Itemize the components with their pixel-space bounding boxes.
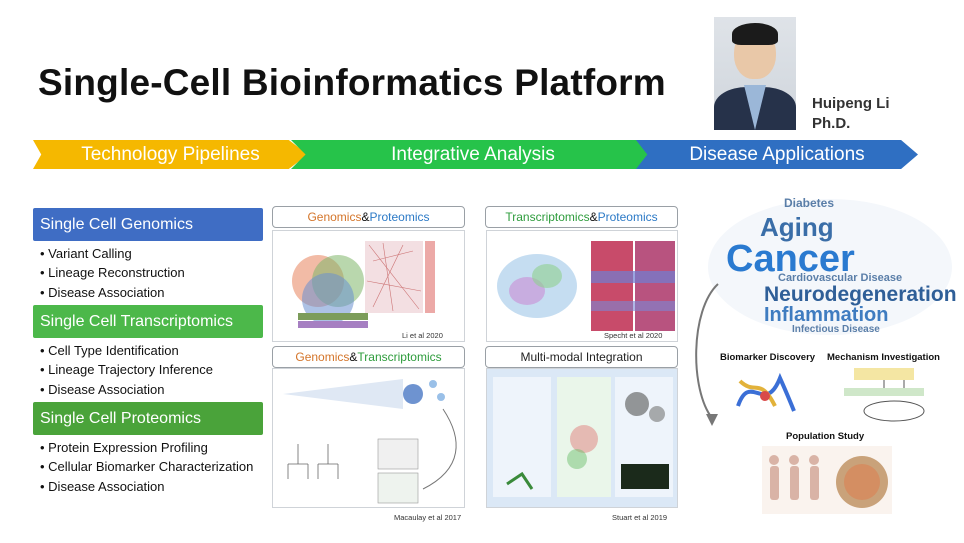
label-part: Genomics xyxy=(295,350,350,364)
panel4-citation: Stuart et al 2019 xyxy=(612,513,668,522)
label-part: & xyxy=(349,350,358,364)
list-item: Lineage Trajectory Inference xyxy=(40,360,213,379)
list-item: Disease Association xyxy=(40,380,213,399)
venn-figure xyxy=(292,241,435,328)
scatter-heatmap-figure xyxy=(497,241,675,331)
list-item: Lineage Reconstruction xyxy=(40,263,185,282)
biomarker-heading: Biomarker Discovery xyxy=(720,352,816,363)
panel-genomics-proteomics xyxy=(272,230,465,342)
panel1-label: Genomics & Proteomics xyxy=(272,206,465,228)
cloud-word: Cancer xyxy=(726,238,855,280)
cloud-word: Aging xyxy=(760,212,834,242)
disease-wordcloud: Cancer Aging Neurodegeneration Inflammat… xyxy=(706,192,957,340)
author-photo xyxy=(714,17,796,130)
panel-multimodal xyxy=(486,368,678,508)
label-part: Transcriptomics xyxy=(505,210,590,224)
label-part: & xyxy=(589,210,598,224)
cloud-word: Inflammation xyxy=(764,304,889,326)
panel-genomics-transcriptomics xyxy=(272,368,465,508)
pathway-figure xyxy=(844,368,925,422)
author-name: Huipeng Li xyxy=(812,95,890,112)
label-part: & xyxy=(361,210,370,224)
stage-technology: Technology Pipelines xyxy=(33,140,308,169)
integration-figure xyxy=(493,377,673,497)
list-item: Variant Calling xyxy=(40,244,185,263)
population-heading: Population Study xyxy=(786,431,865,442)
panel2-label: Transcriptomics & Proteomics xyxy=(485,206,678,228)
cloud-word: Diabetes xyxy=(784,196,835,210)
pipeline-arrow-bar: Technology Pipelines Integrative Analysi… xyxy=(33,140,918,169)
list-item: Disease Association xyxy=(40,477,253,496)
page-title: Single-Cell Bioinformatics Platform xyxy=(38,62,666,103)
panel2-citation: Specht et al 2020 xyxy=(604,331,663,340)
list-item: Cell Type Identification xyxy=(40,341,213,360)
lineage-figure xyxy=(283,379,457,504)
curved-arrow xyxy=(695,283,719,426)
cloud-word: Cardiovascular Disease xyxy=(778,272,903,284)
genomics-list: Variant Calling Lineage Reconstruction D… xyxy=(40,244,185,302)
cloud-shape xyxy=(708,199,952,335)
label-part: Transcriptomics xyxy=(357,350,442,364)
transcriptomics-list: Cell Type Identification Lineage Traject… xyxy=(40,341,213,399)
panel3-citation: Macaulay et al 2017 xyxy=(394,513,462,522)
category-transcriptomics: Single Cell Transcriptomics xyxy=(33,305,263,338)
cloud-word: Neurodegeneration xyxy=(764,283,957,306)
label-part: Genomics xyxy=(307,210,362,224)
author-block: Huipeng Li Ph.D. xyxy=(812,94,890,134)
panel-transcriptomics-proteomics xyxy=(486,230,678,342)
category-proteomics: Single Cell Proteomics xyxy=(33,402,263,435)
mechanism-heading: Mechanism Investigation xyxy=(827,352,940,363)
stage-disease: Disease Applications xyxy=(636,140,918,169)
protein-structure-figure xyxy=(736,372,796,412)
label-part: Proteomics xyxy=(369,210,430,224)
list-item: Protein Expression Profiling xyxy=(40,438,253,457)
author-degree: Ph.D. xyxy=(812,115,851,132)
category-genomics: Single Cell Genomics xyxy=(33,208,263,241)
panel4-label: Multi-modal Integration xyxy=(485,346,678,368)
cloud-word: Infectious Disease xyxy=(792,324,880,335)
panel3-label: Genomics & Transcriptomics xyxy=(272,346,465,368)
list-item: Disease Association xyxy=(40,283,185,302)
population-figure xyxy=(762,446,892,514)
list-item: Cellular Biomarker Characterization xyxy=(40,457,253,476)
label-part: Proteomics xyxy=(597,210,658,224)
panel1-citation: Li et al 2020 xyxy=(402,331,443,340)
proteomics-list: Protein Expression Profiling Cellular Bi… xyxy=(40,438,253,496)
stage-integrative: Integrative Analysis xyxy=(291,140,655,169)
